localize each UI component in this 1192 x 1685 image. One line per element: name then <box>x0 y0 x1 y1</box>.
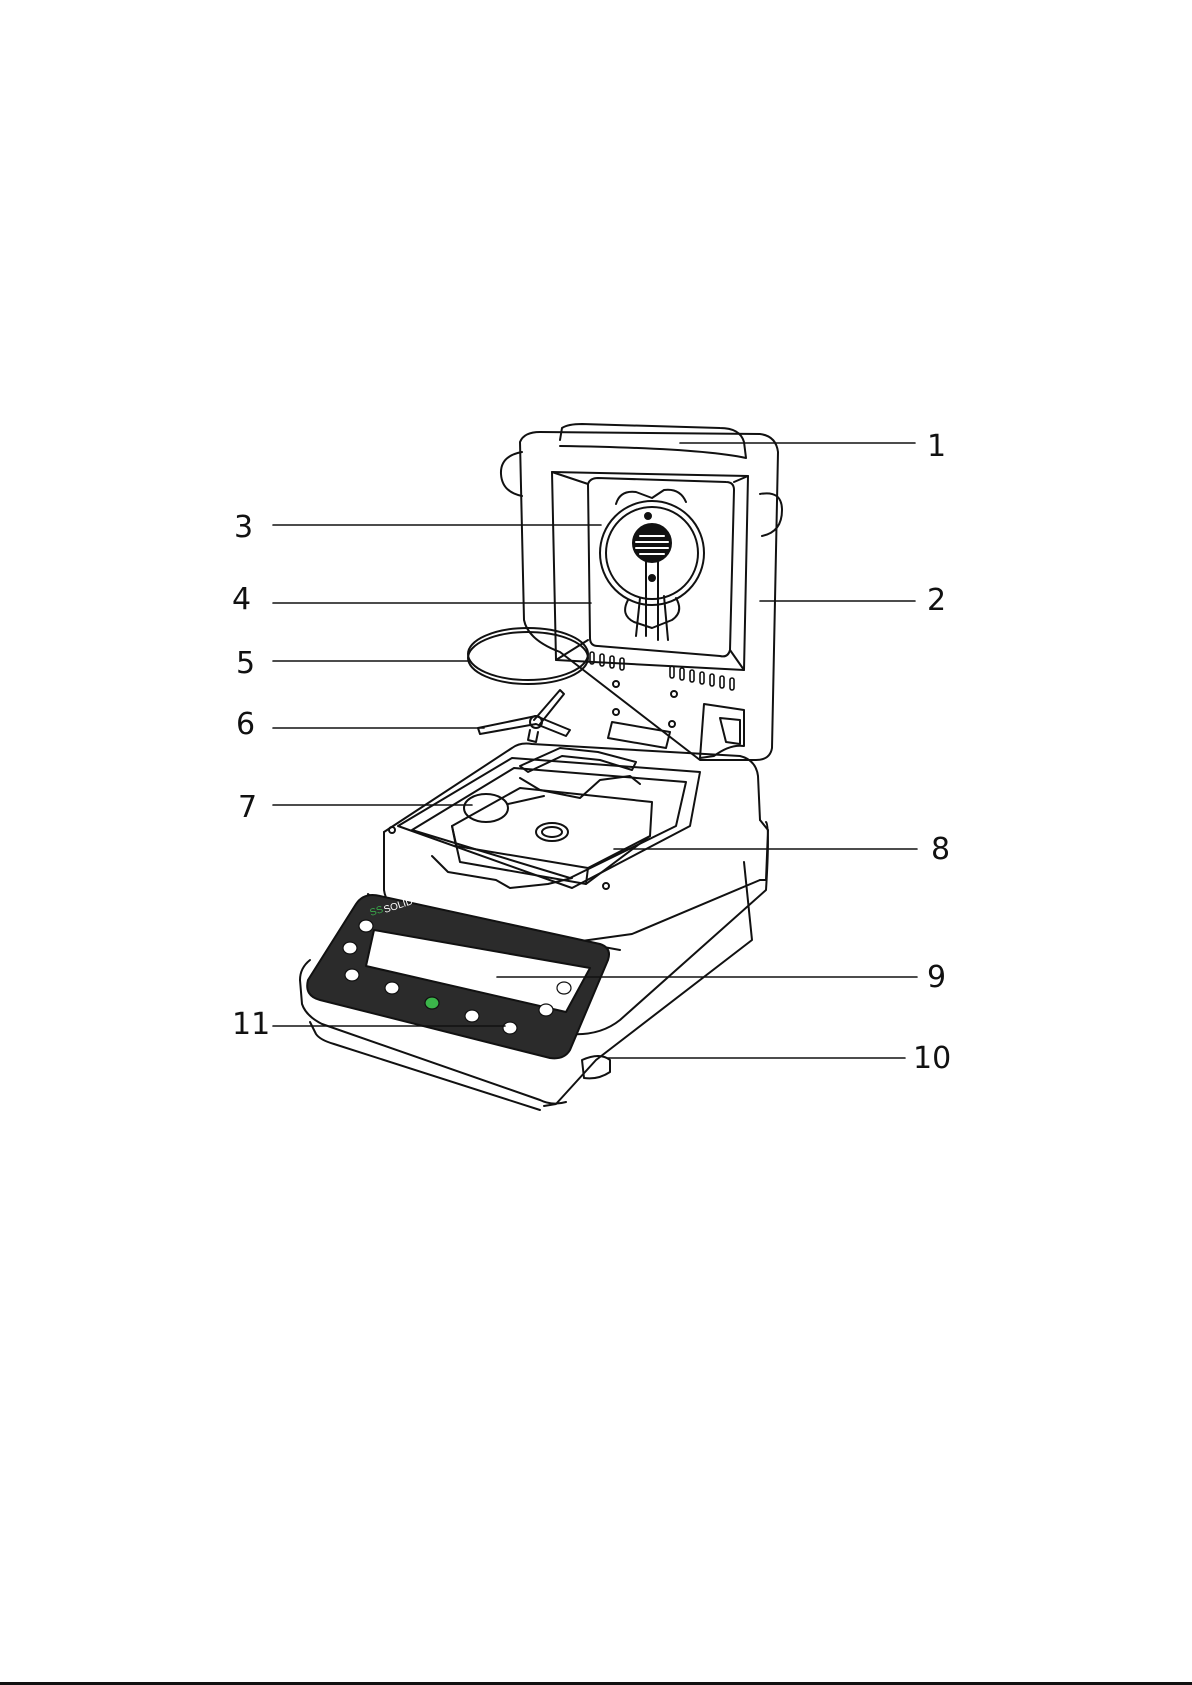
key-6 <box>503 1022 517 1034</box>
callout-3: 3 <box>234 510 253 545</box>
sample-pan <box>468 628 588 684</box>
callout-4: 4 <box>232 582 251 617</box>
pan-support <box>464 748 640 822</box>
callout-2: 2 <box>927 583 946 618</box>
key-5 <box>465 1010 479 1022</box>
temperature-sensor <box>633 513 671 640</box>
callout-5: 5 <box>236 646 255 681</box>
key-1 <box>359 920 373 932</box>
key-start <box>425 997 439 1009</box>
lid-right-handle <box>760 493 782 536</box>
lid-vents <box>590 652 734 690</box>
lid-shell <box>520 432 778 760</box>
key-3 <box>345 969 359 981</box>
key-4 <box>385 982 399 994</box>
key-2 <box>343 942 357 954</box>
lid-hinge <box>608 722 670 748</box>
lid-left-handle <box>501 452 522 496</box>
callout-9: 9 <box>927 960 946 995</box>
callout-1: 1 <box>927 429 946 464</box>
lid-grip <box>560 424 746 458</box>
callout-6: 6 <box>236 707 255 742</box>
heating-window <box>588 478 734 656</box>
callout-11: 11 <box>232 1007 270 1042</box>
windshield-tray <box>452 788 652 884</box>
callout-7: 7 <box>238 790 257 825</box>
callout-10: 10 <box>913 1041 951 1076</box>
callout-8: 8 <box>931 832 950 867</box>
pan-handler <box>478 690 570 742</box>
key-8 <box>557 982 571 994</box>
key-7 <box>539 1004 553 1016</box>
lid-latch <box>700 704 744 758</box>
